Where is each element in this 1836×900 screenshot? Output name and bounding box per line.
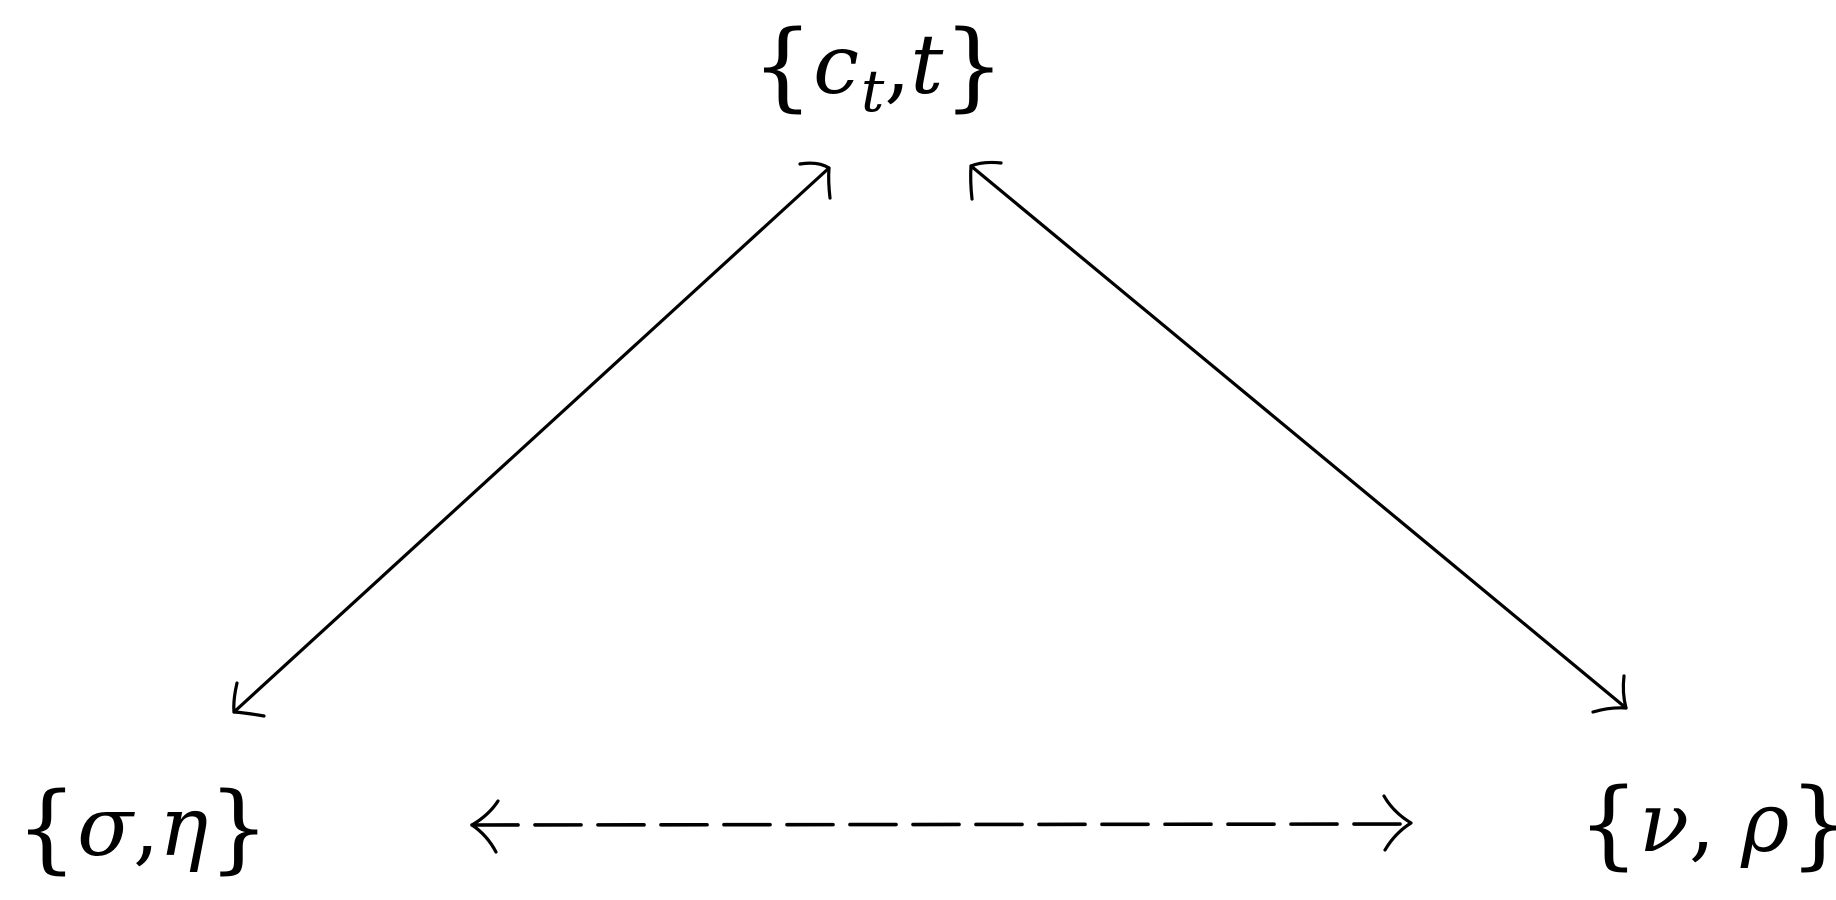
edge-bottom-left-bottom-right [470,794,1413,854]
node-bottom-left-var-eta: η [159,780,209,875]
arrowhead-down-left-icon [232,681,266,718]
node-bottom-right-close-brace: } [1789,768,1836,880]
node-top-comma: , [884,18,911,113]
node-top-subscript-t: t [861,57,885,125]
node-bottom-right-var-rho: ρ [1741,776,1790,871]
edge-top-bottom-left [232,161,832,718]
node-bottom-left-comma: , [133,780,160,875]
node-top-var-c: c [813,18,860,113]
node-bottom-right-open-brace: { [1578,768,1640,880]
node-bottom-left-open-brace: { [16,772,78,884]
node-bottom-right-comma: , [1688,776,1742,871]
arrowhead-up-right-icon [798,161,832,200]
node-bottom-left-close-brace: } [208,772,270,884]
arrowhead-right-icon [1382,794,1413,852]
node-top: {ct,t} [752,18,1004,120]
node-bottom-right-var-nu: ν [1639,776,1689,871]
arrowhead-left-icon [470,799,500,854]
node-top-var-t: t [910,18,944,113]
arrowhead-up-left-icon [969,160,1003,201]
edge-top-bottom-right [969,160,1628,714]
node-bottom-left-var-sigma: σ [77,780,134,875]
node-top-open-brace: { [752,10,814,122]
node-top-close-brace: } [943,10,1005,122]
node-bottom-right: {ν, ρ} [1578,776,1836,872]
node-bottom-left: {σ,η} [16,780,269,876]
arrowhead-down-right-icon [1591,674,1628,714]
